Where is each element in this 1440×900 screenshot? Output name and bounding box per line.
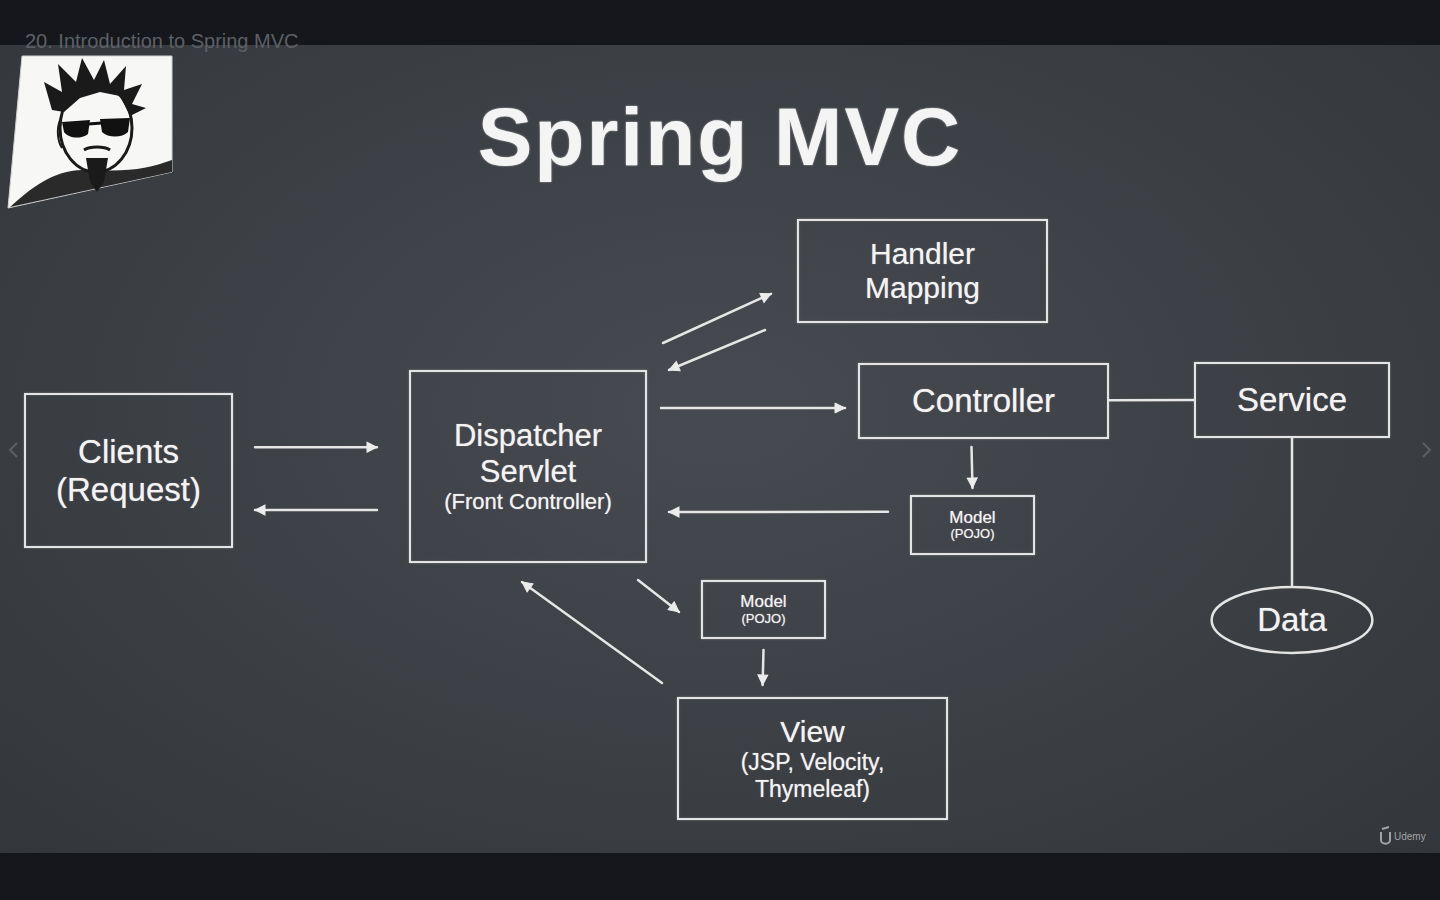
connector bbox=[661, 407, 845, 410]
connector bbox=[1291, 438, 1294, 585]
connector bbox=[669, 511, 888, 514]
node-title: Dispatcher Servlet bbox=[421, 418, 635, 489]
node-title: View bbox=[689, 715, 936, 750]
watermark: Udemy bbox=[1394, 831, 1426, 842]
node-title: Service bbox=[1206, 381, 1378, 419]
controller-box: Controller bbox=[858, 363, 1109, 439]
node-title: Model bbox=[922, 508, 1023, 528]
view-box: View(JSP, Velocity, Thymeleaf) bbox=[677, 697, 948, 820]
connector bbox=[972, 447, 973, 488]
handler-mapping-box: Handler Mapping bbox=[797, 219, 1048, 323]
node-subtitle: (Front Controller) bbox=[421, 489, 635, 514]
node-title: Clients (Request) bbox=[36, 433, 221, 509]
connector bbox=[255, 446, 377, 449]
connector bbox=[761, 650, 764, 685]
diagram-title: Spring MVC bbox=[420, 92, 1020, 182]
nav-chevrons bbox=[10, 443, 1430, 457]
lecture-breadcrumb: 20. Introduction to Spring MVC bbox=[25, 30, 298, 53]
connector bbox=[638, 580, 679, 612]
udemy-logo bbox=[1381, 827, 1390, 844]
front-controller-box: Dispatcher Servlet(Front Controller) bbox=[409, 370, 647, 563]
connector bbox=[669, 330, 765, 370]
service-box: Service bbox=[1194, 362, 1390, 438]
connector bbox=[1109, 399, 1194, 402]
node-title: Handler Mapping bbox=[809, 237, 1036, 306]
connector bbox=[522, 582, 662, 683]
node-title: Data bbox=[1230, 601, 1354, 639]
node-subtitle: (JSP, Velocity, Thymeleaf) bbox=[689, 749, 936, 802]
model-box: Model(POJO) bbox=[910, 495, 1035, 555]
connector bbox=[663, 294, 771, 343]
model-box: Model(POJO) bbox=[701, 580, 826, 639]
presenter-avatar bbox=[8, 56, 172, 208]
connector bbox=[255, 509, 377, 512]
node-title: Model bbox=[713, 592, 814, 612]
data-ellipse: Data bbox=[1210, 585, 1374, 655]
node-title: Controller bbox=[870, 382, 1097, 420]
client-box: Clients (Request) bbox=[24, 393, 233, 548]
node-subtitle: (POJO) bbox=[922, 527, 1023, 542]
node-subtitle: (POJO) bbox=[713, 612, 814, 627]
